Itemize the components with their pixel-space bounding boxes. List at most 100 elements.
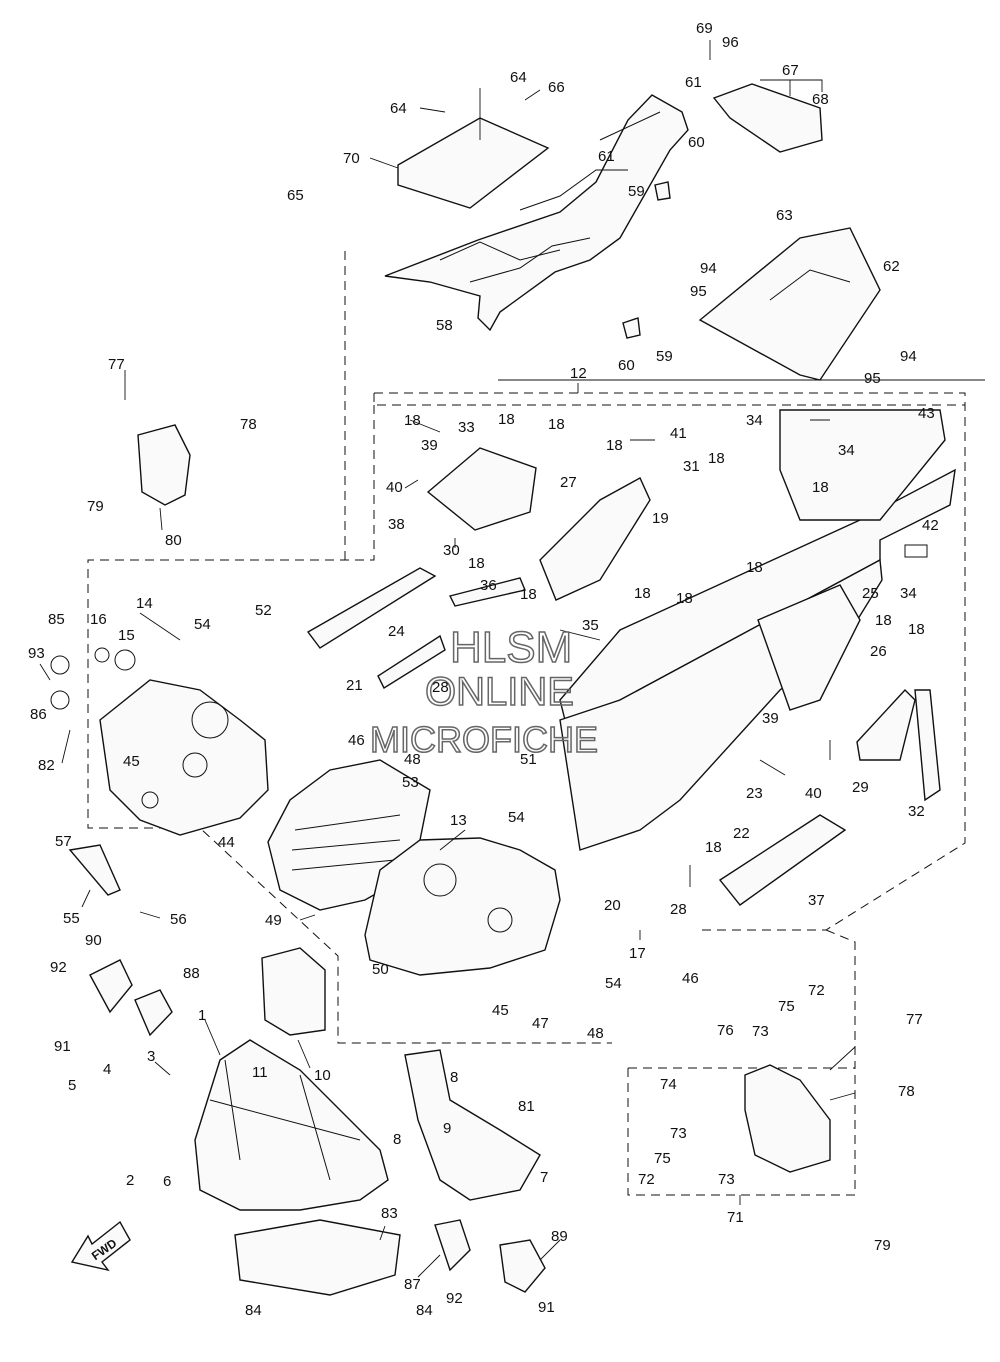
callout-label: 23	[746, 785, 763, 802]
callout-label: 44	[218, 834, 235, 851]
callout-label: 3	[147, 1048, 155, 1065]
callout-label: 18	[634, 585, 651, 602]
callout-label: 7	[540, 1169, 548, 1186]
part-7	[404, 1049, 541, 1201]
callout-label: 66	[548, 79, 565, 96]
rear-frame	[384, 94, 689, 332]
callout-label: 46	[682, 970, 699, 987]
fwd-arrow: FWD	[70, 1220, 131, 1272]
callout-label: 19	[652, 510, 669, 527]
watermark-line2: ONLINE	[425, 670, 574, 714]
left-chassis	[99, 679, 269, 836]
callout-label: 84	[416, 1302, 433, 1319]
callout-label: 90	[85, 932, 102, 949]
callout-label: 11	[252, 1064, 268, 1081]
callout-label: 91	[54, 1038, 71, 1055]
callout-label: 84	[245, 1302, 262, 1319]
callout-label: 63	[776, 207, 793, 224]
callout-label: 71	[727, 1209, 744, 1226]
callout-label: 18	[548, 416, 565, 433]
callout-label: 8	[393, 1131, 401, 1148]
callout-label: 45	[492, 1002, 509, 1019]
callout-label: 65	[287, 187, 304, 204]
callout-label: 40	[386, 479, 403, 496]
callout-label: 18	[746, 559, 763, 576]
callout-label: 32	[908, 803, 925, 820]
callout-label: 45	[123, 753, 140, 770]
callout-label: 88	[183, 965, 200, 982]
callout-label: 20	[604, 897, 621, 914]
callout-label: 72	[808, 982, 825, 999]
callout-label: 94	[700, 260, 717, 277]
callout-label: 50	[372, 961, 389, 978]
callout-label: 34	[746, 412, 763, 429]
callout-label: 47	[532, 1015, 549, 1032]
callout-label: 60	[688, 134, 705, 151]
callout-label: 95	[690, 283, 707, 300]
callout-label: 74	[660, 1076, 677, 1093]
callout-label: 22	[733, 825, 750, 842]
callout-label: 42	[922, 517, 939, 534]
callout-label: 49	[265, 912, 282, 929]
callout-label: 73	[670, 1125, 687, 1142]
callout-label: 53	[402, 774, 419, 791]
callout-label: 18	[468, 555, 485, 572]
callout-label: 28	[432, 679, 449, 696]
watermark-line1: HLSM	[450, 623, 572, 672]
callout-label: 73	[718, 1171, 735, 1188]
rear-panel	[397, 117, 550, 209]
callout-label: 77	[108, 356, 125, 373]
panel-10	[261, 947, 326, 1036]
callout-label: 85	[48, 611, 65, 628]
callout-label: 18	[404, 412, 421, 429]
callout-label: 60	[618, 357, 635, 374]
callout-label: 26	[870, 643, 887, 660]
callout-label: 1	[198, 1007, 206, 1024]
callout-label: 39	[421, 437, 438, 454]
callout-label: 25	[862, 585, 879, 602]
callout-label: 33	[458, 419, 475, 436]
callout-label: 69	[696, 20, 713, 37]
callout-label: 79	[87, 498, 104, 515]
callout-label: 61	[598, 148, 615, 165]
callout-label: 18	[875, 612, 892, 629]
callout-label: 54	[194, 616, 211, 633]
front-frame	[364, 837, 561, 976]
callout-label: 55	[63, 910, 80, 927]
callout-label: 18	[812, 479, 829, 496]
callout-label: 92	[50, 959, 67, 976]
callout-label: 87	[404, 1276, 421, 1293]
callout-label: 76	[717, 1022, 734, 1039]
callout-label: 18	[708, 450, 725, 467]
callout-label: 75	[654, 1150, 671, 1167]
callout-label: 35	[582, 617, 599, 634]
callout-label: 41	[670, 425, 687, 442]
watermark: HLSM ONLINE MICROFICHE	[369, 622, 599, 761]
callout-label: 86	[30, 706, 47, 723]
callout-label: 30	[443, 542, 460, 559]
bracket-71	[744, 1064, 831, 1173]
callout-label: 54	[508, 809, 525, 826]
skid-plate	[234, 1219, 401, 1296]
callout-label: 15	[118, 627, 135, 644]
callout-label: 78	[240, 416, 257, 433]
callout-label: 10	[314, 1067, 331, 1084]
lower-frame	[194, 1039, 389, 1211]
callout-label: 18	[498, 411, 515, 428]
callout-label: 36	[480, 577, 497, 594]
callout-label: 18	[676, 590, 693, 607]
callout-label: 67	[782, 62, 799, 79]
callout-label: 52	[255, 602, 272, 619]
callout-label: 34	[838, 442, 855, 459]
callout-label: 34	[900, 585, 917, 602]
callout-label: 59	[656, 348, 673, 365]
callout-label: 6	[163, 1173, 171, 1190]
callout-label: 29	[852, 779, 869, 796]
callout-label: 37	[808, 892, 825, 909]
callout-label: 2	[126, 1172, 134, 1189]
callout-label: 51	[520, 751, 537, 768]
bracket-67	[712, 83, 823, 153]
callout-label: 56	[170, 911, 187, 928]
watermark-line3: MICROFICHE	[370, 719, 598, 760]
